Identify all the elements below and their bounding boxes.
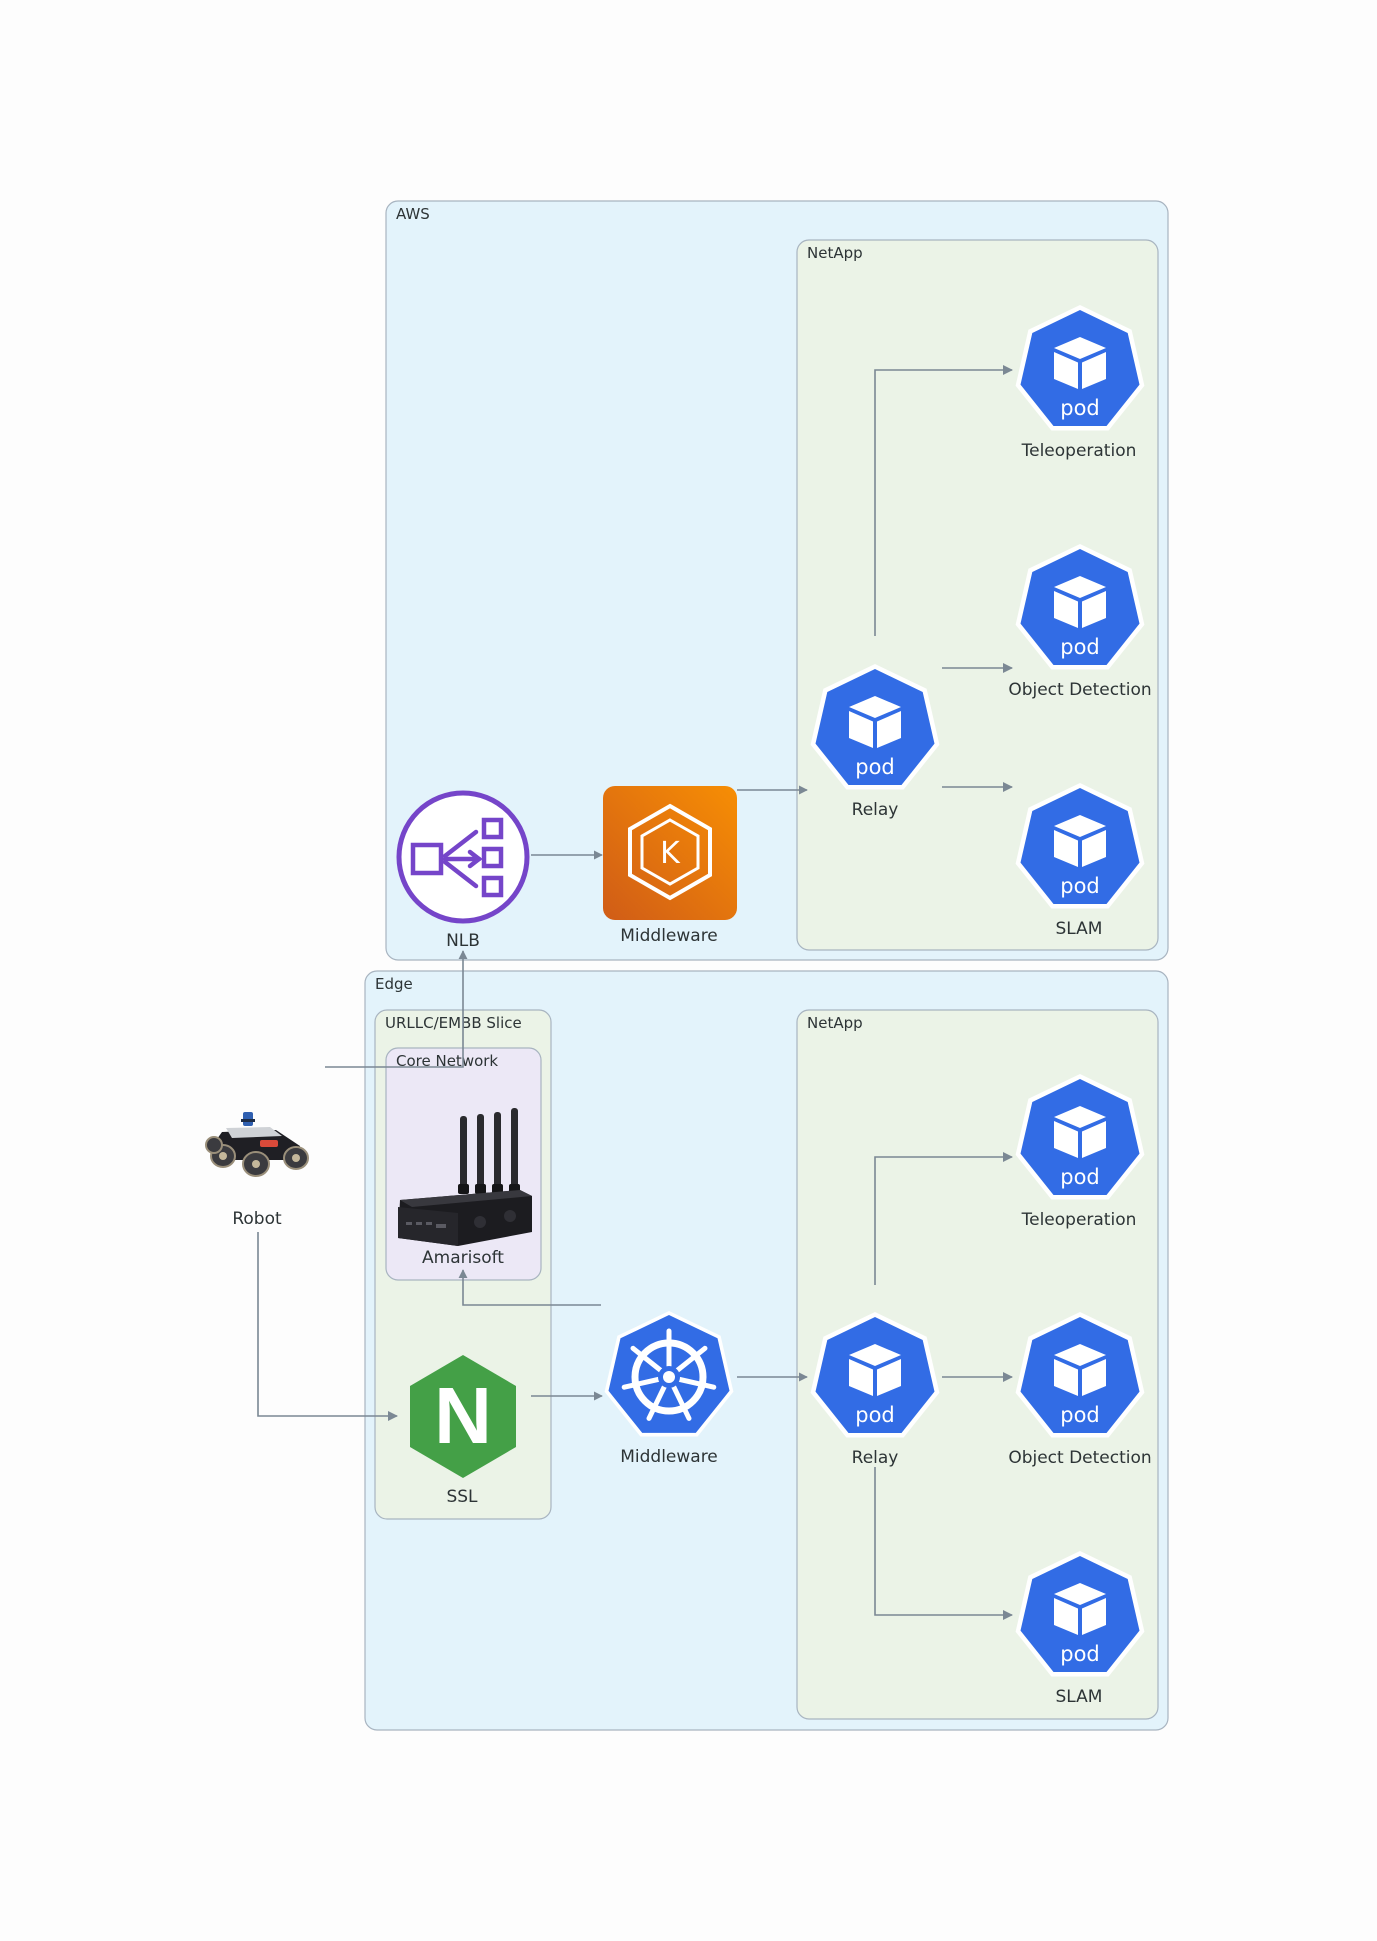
pod-icon-text: pod <box>1060 396 1100 420</box>
aws-relay-node[interactable]: pod Relay <box>810 664 940 820</box>
pod-icon-text: pod <box>1060 1165 1100 1189</box>
edge-middleware-node[interactable]: Middleware <box>605 1311 734 1467</box>
pod-icon: pod <box>810 1312 940 1438</box>
aws-object-detection-node[interactable]: pod Object Detection <box>1008 544 1152 700</box>
nlb-node[interactable]: NLB <box>396 790 530 951</box>
cluster-aws-netapp-label: NetApp <box>807 244 863 262</box>
edge-aws-relay-to-aws-teleoperation <box>874 365 1013 636</box>
pod-icon: pod <box>1015 1312 1145 1438</box>
pod-icon: pod <box>810 664 940 790</box>
aws-slam-label: SLAM <box>1056 919 1103 939</box>
edge-teleoperation-label: Teleoperation <box>1021 1210 1137 1230</box>
cluster-slice-label: URLLC/EMBB Slice <box>385 1014 522 1032</box>
edge-edge-middleware-to-amarisoft <box>458 1269 601 1306</box>
edge-edge-relay-to-edge-slam <box>874 1467 1013 1620</box>
edge-object-detection-node[interactable]: pod Object Detection <box>1008 1312 1152 1468</box>
aws-object-detection-label: Object Detection <box>1008 680 1151 700</box>
robot-label: Robot <box>232 1209 282 1229</box>
cluster-core-network-label: Core Network <box>396 1052 498 1070</box>
edge-edge-relay-to-edge-teleoperation <box>874 1152 1013 1285</box>
pod-icon: pod <box>1015 305 1145 431</box>
pod-icon-text: pod <box>1060 1403 1100 1427</box>
pod-icon: pod <box>1015 1551 1145 1677</box>
aws-teleoperation-node[interactable]: pod Teleoperation <box>1015 305 1145 461</box>
pod-icon: pod <box>1015 544 1145 670</box>
amarisoft-box-icon <box>398 1108 532 1246</box>
robot-node[interactable]: Robot <box>205 1112 309 1229</box>
aws-middleware-node[interactable]: K Middleware <box>603 786 737 946</box>
nginx-glyph: N <box>434 1371 492 1460</box>
edge-teleoperation-node[interactable]: pod Teleoperation <box>1015 1074 1145 1230</box>
network-load-balancer-icon <box>396 790 530 924</box>
pod-icon-text: pod <box>1060 1642 1100 1666</box>
edge-relay-node[interactable]: pod Relay <box>810 1312 940 1468</box>
robot-icon <box>205 1112 309 1177</box>
aws-teleoperation-label: Teleoperation <box>1021 441 1137 461</box>
aws-slam-node[interactable]: pod SLAM <box>1015 783 1145 939</box>
edge-robot-to-ssl <box>257 1232 398 1421</box>
pod-icon: pod <box>1015 783 1145 909</box>
edge-relay-label: Relay <box>852 1448 899 1468</box>
edge-object-detection-label: Object Detection <box>1008 1448 1151 1468</box>
pod-icon-text: pod <box>855 755 895 779</box>
cluster-edge-label: Edge <box>375 975 413 993</box>
edges <box>257 365 1013 1620</box>
pod-icon: pod <box>1015 1074 1145 1200</box>
edge-robot-to-nlb <box>325 950 468 1068</box>
nginx-icon: N <box>410 1355 516 1478</box>
pod-icon-text: pod <box>1060 874 1100 898</box>
aws-relay-label: Relay <box>852 800 899 820</box>
aws-middleware-label: Middleware <box>620 926 718 946</box>
amarisoft-label: Amarisoft <box>422 1248 504 1268</box>
ssl-node[interactable]: N SSL <box>410 1355 516 1507</box>
edge-middleware-label: Middleware <box>620 1447 718 1467</box>
eks-icon: K <box>603 786 737 920</box>
edge-slam-node[interactable]: pod SLAM <box>1015 1551 1145 1707</box>
eks-glyph: K <box>660 836 681 871</box>
cluster-edge-netapp-label: NetApp <box>807 1014 863 1032</box>
nlb-label: NLB <box>446 931 480 951</box>
cluster-aws-label: AWS <box>396 205 430 223</box>
pod-icon-text: pod <box>855 1403 895 1427</box>
amarisoft-node[interactable]: Amarisoft <box>398 1108 532 1268</box>
edge-slam-label: SLAM <box>1056 1687 1103 1707</box>
pod-icon-text: pod <box>1060 635 1100 659</box>
ssl-label: SSL <box>446 1487 478 1507</box>
